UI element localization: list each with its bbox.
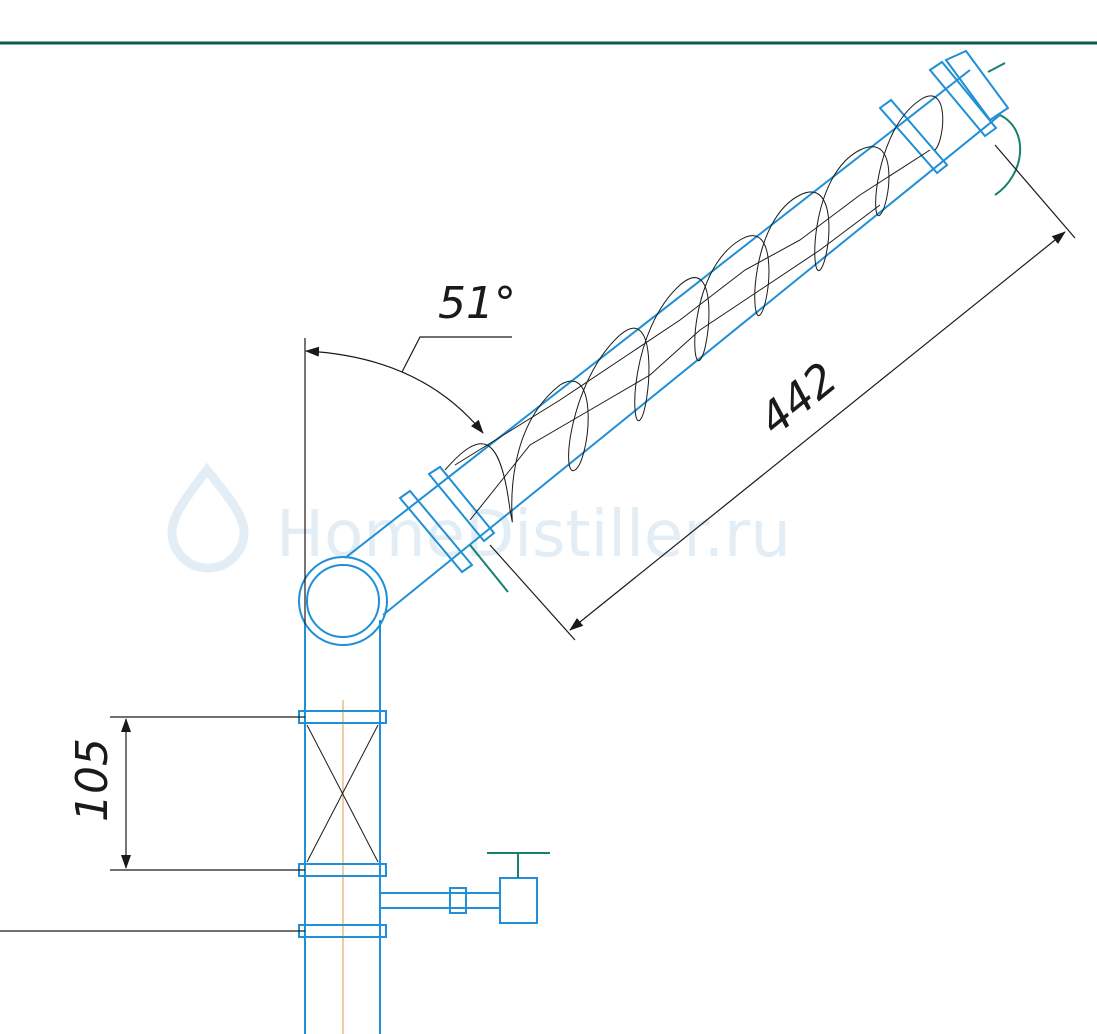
angle-dimension: 51° <box>304 278 516 625</box>
elbow <box>298 556 388 646</box>
tube-stub <box>469 544 509 593</box>
outlet-coupling <box>449 887 467 914</box>
condenser-tube <box>994 114 1022 196</box>
valve-body <box>499 877 538 924</box>
condenser-outlet <box>987 62 1006 73</box>
watermark-text: HomeDistiller.ru <box>276 498 791 572</box>
flange <box>878 98 949 175</box>
flange <box>928 60 998 138</box>
angle-label: 51° <box>438 278 516 329</box>
height-dimension: 105 <box>0 716 305 932</box>
flange <box>427 465 496 543</box>
watermark: HomeDistiller.ru <box>167 462 791 573</box>
end-cap <box>944 49 1010 122</box>
height-label: 105 <box>67 738 118 822</box>
vertical-pipe <box>298 620 550 1034</box>
length-label: 442 <box>750 353 847 445</box>
droplet-icon <box>167 462 249 573</box>
flange <box>398 489 474 574</box>
